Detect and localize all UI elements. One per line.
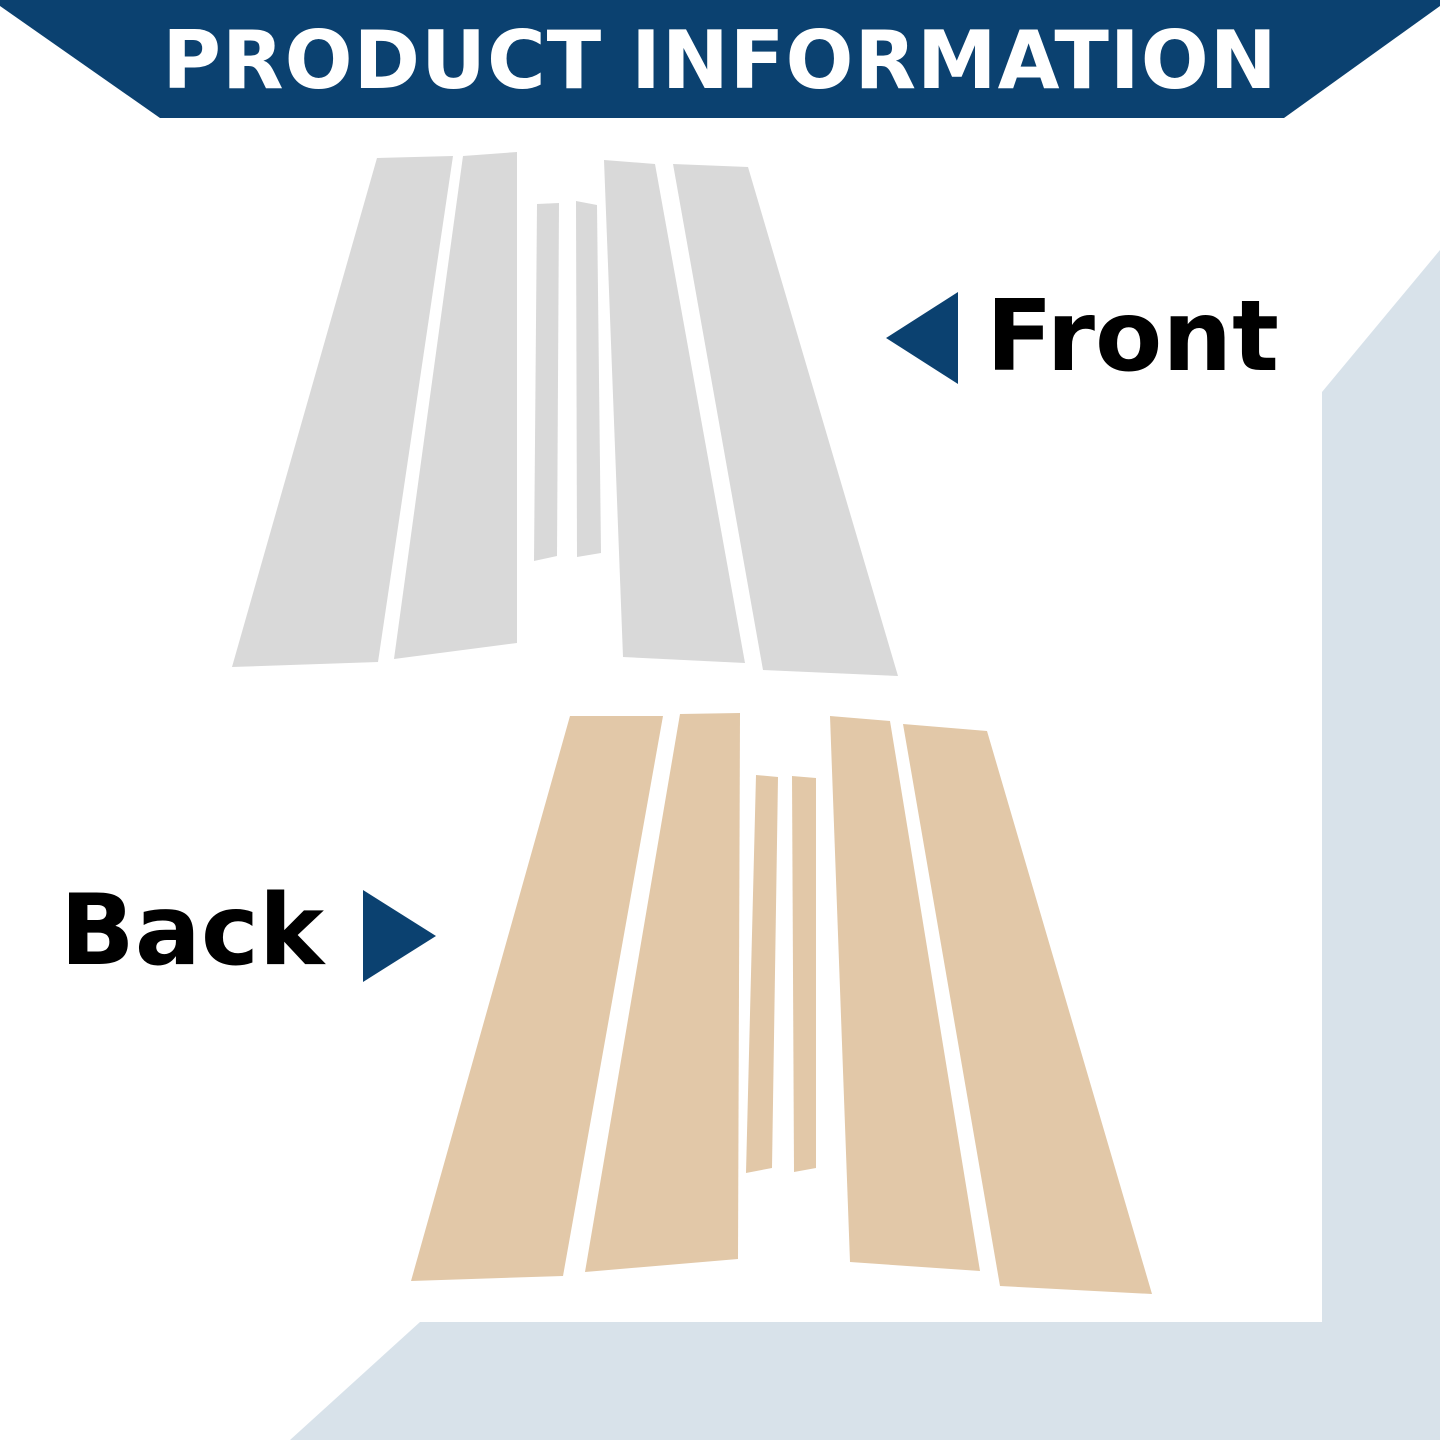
back-piece-3 <box>746 775 778 1173</box>
front-piece-4 <box>576 201 601 557</box>
triangle-left-icon <box>886 292 958 384</box>
front-piece-3 <box>534 203 559 561</box>
back-pieces <box>411 713 1152 1294</box>
back-label: Back <box>60 874 325 988</box>
back-piece-6 <box>903 724 1152 1294</box>
front-piece-6 <box>673 164 898 676</box>
front-label: Front <box>986 280 1279 394</box>
header-banner <box>0 0 1440 118</box>
back-piece-5 <box>830 716 980 1271</box>
accent-frame-bottom <box>290 1322 1440 1440</box>
page-title: PRODUCT INFORMATION <box>162 14 1278 107</box>
front-piece-2 <box>394 152 517 659</box>
back-piece-2 <box>585 713 740 1272</box>
front-piece-1 <box>232 156 453 667</box>
triangle-right-icon <box>363 890 436 982</box>
back-piece-4 <box>792 776 816 1172</box>
front-piece-5 <box>604 160 745 663</box>
accent-frame-right <box>1322 250 1440 1440</box>
front-pieces <box>232 152 898 676</box>
back-piece-1 <box>411 716 663 1281</box>
